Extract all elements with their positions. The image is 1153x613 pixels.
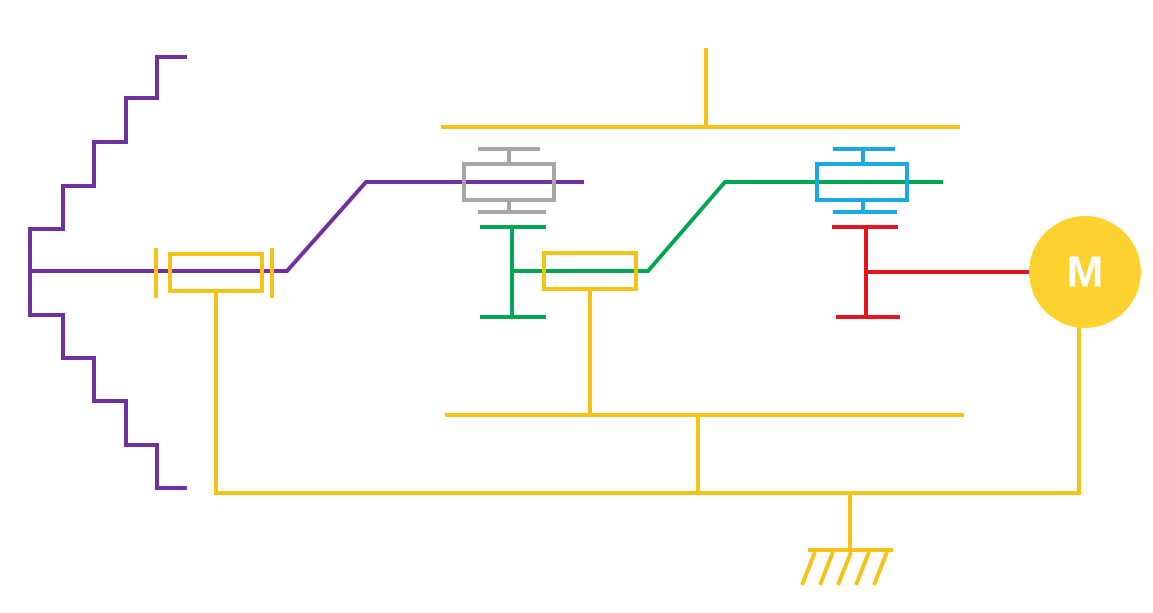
- center-bearing-housing: [542, 251, 638, 291]
- motor-body: [1029, 216, 1141, 328]
- input-shaft-assembly: [832, 225, 1032, 319]
- output-shaft-assembly: [28, 55, 584, 490]
- intermediate-shaft-assembly: [480, 180, 943, 319]
- ground-hatch: [872, 551, 889, 586]
- left-bearing: [154, 248, 274, 298]
- ground-hatch: [854, 551, 871, 586]
- ground-hatch: [836, 551, 853, 586]
- motor: M: [1029, 216, 1141, 328]
- output-shaft: [30, 180, 584, 273]
- left-bearing-housing: [168, 252, 264, 293]
- stepped-gear-cone-lower: [28, 272, 187, 490]
- housing-frame: [214, 48, 1081, 552]
- ground-hatch: [818, 551, 835, 586]
- intermediate-shaft: [512, 180, 943, 273]
- upper-right-bearing: [815, 147, 909, 214]
- center-bearing: [542, 251, 638, 291]
- ground-hatch: [800, 551, 817, 586]
- upper-left-bearing: [462, 147, 556, 214]
- motor-label: M: [1067, 248, 1104, 297]
- stepped-gear-cone-upper: [28, 55, 187, 272]
- ground-symbol: [800, 548, 893, 586]
